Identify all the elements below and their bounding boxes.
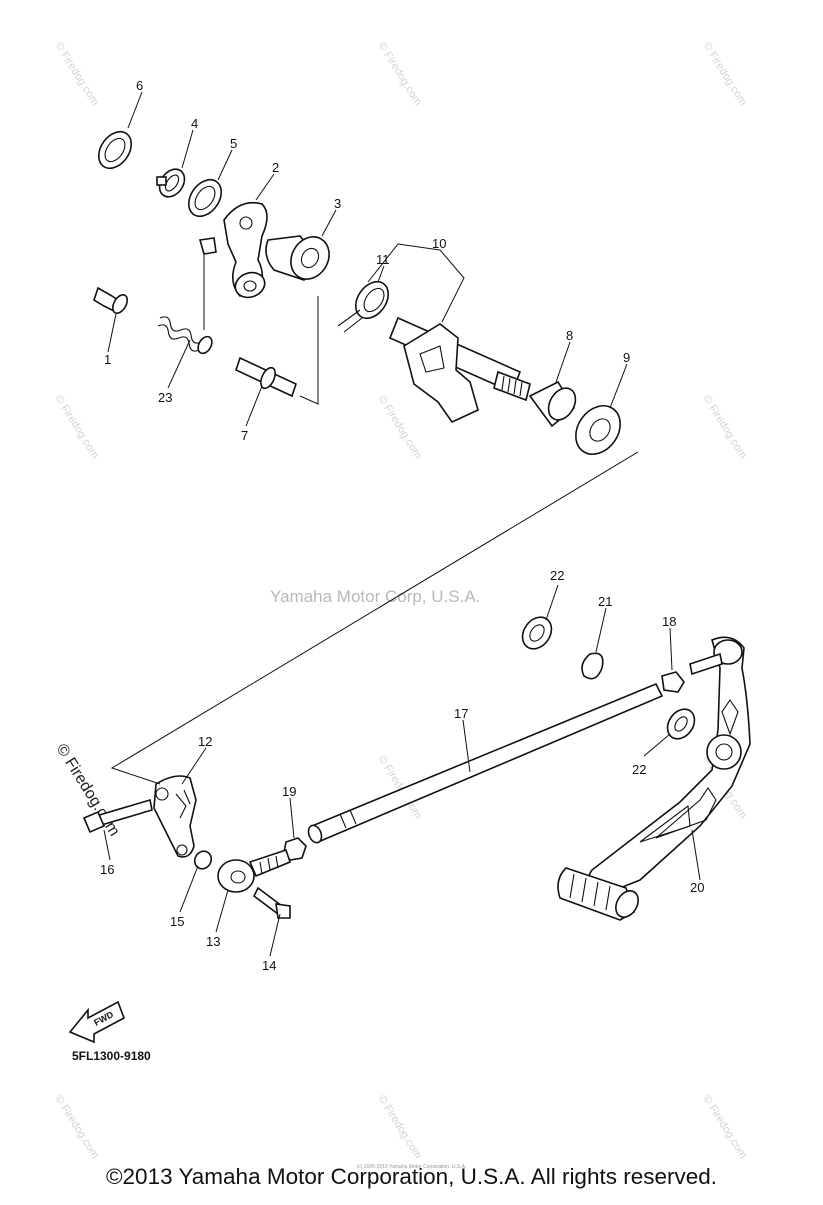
callout-8: 8 [566, 328, 573, 343]
part-18-nut [661, 671, 685, 693]
callout-20: 20 [690, 880, 704, 895]
assembly-line-11-10 [299, 296, 319, 405]
callout-7: 7 [241, 428, 248, 443]
part-16-bolt [82, 798, 153, 834]
part-9-oil-seal [575, 405, 621, 455]
part-22-washer-a [521, 616, 553, 650]
part-3-collar [265, 235, 330, 281]
watermark-tile: © Firedog.com [52, 393, 100, 461]
fwd-arrow-icon: FWD [68, 1000, 125, 1044]
callout-19: 19 [282, 784, 296, 799]
callout-17: 17 [454, 706, 468, 721]
watermark-tile: © Firedog.com [52, 40, 100, 108]
watermark-tile: © Firedog.com [700, 40, 748, 108]
callout-13: 13 [206, 934, 220, 949]
part-22-washer-b [666, 708, 696, 740]
callout-9: 9 [623, 350, 630, 365]
part-7-stud-bolt [235, 356, 297, 398]
center-watermark: Yamaha Motor Corp, U.S.A. [270, 587, 480, 606]
fineprint: (c) 2005-2015 Yamaha Motor Corporation, … [356, 1164, 467, 1170]
part-1-bolt [93, 286, 129, 314]
callout-14: 14 [262, 958, 276, 973]
callout-15: 15 [170, 914, 184, 929]
part-10-shift-shaft [388, 316, 531, 424]
watermark-tile: © Firedog.com [375, 40, 423, 108]
part-20-shift-pedal [557, 636, 751, 921]
part-5-washer [187, 178, 223, 218]
part-23-spring [157, 316, 213, 355]
callout-2: 2 [272, 160, 279, 175]
callout-18: 18 [662, 614, 676, 629]
diagram-part-code: 5FL1300-9180 [72, 1049, 151, 1063]
callout-3: 3 [334, 196, 341, 211]
watermark-tile: © Firedog.com [375, 1093, 423, 1161]
callout-10: 10 [432, 236, 446, 251]
callout-12: 12 [198, 734, 212, 749]
callout-11: 11 [376, 252, 390, 267]
part-13-rod-end [217, 848, 291, 893]
callout-16: 16 [100, 862, 114, 877]
part-11-torsion-spring [337, 280, 390, 333]
watermark-tile: © Firedog.com [700, 393, 748, 461]
leader-lines [103, 91, 701, 957]
part-14-bolt [252, 886, 291, 919]
callout-5: 5 [230, 136, 237, 151]
callout-numbers: 1 2 3 4 5 6 7 8 9 10 11 12 13 14 15 16 1… [100, 78, 704, 973]
part-21-circlip [581, 652, 604, 680]
callout-23: 23 [158, 390, 172, 405]
callout-1: 1 [104, 352, 111, 367]
part-4-circlip [156, 168, 186, 198]
callout-22b: 22 [632, 762, 646, 777]
callout-21: 21 [598, 594, 612, 609]
watermark-tile: © Firedog.com [52, 1093, 100, 1161]
part-17-shift-rod [307, 682, 664, 844]
part-6-washer [97, 130, 133, 170]
callout-4: 4 [191, 116, 198, 131]
part-2-stopper-lever [198, 201, 268, 299]
callout-6: 6 [136, 78, 143, 93]
callout-22a: 22 [550, 568, 564, 583]
part-12-shift-arm [153, 775, 197, 858]
copyright-notice: ©2013 Yamaha Motor Corporation, U.S.A. A… [105, 1164, 718, 1189]
part-8-collar [528, 380, 577, 428]
watermark-tile: © Firedog.com [700, 1093, 748, 1161]
watermark-tile: © Firedog.com [375, 393, 423, 461]
assembly-line-main [110, 451, 639, 785]
part-15-washer [193, 850, 213, 870]
